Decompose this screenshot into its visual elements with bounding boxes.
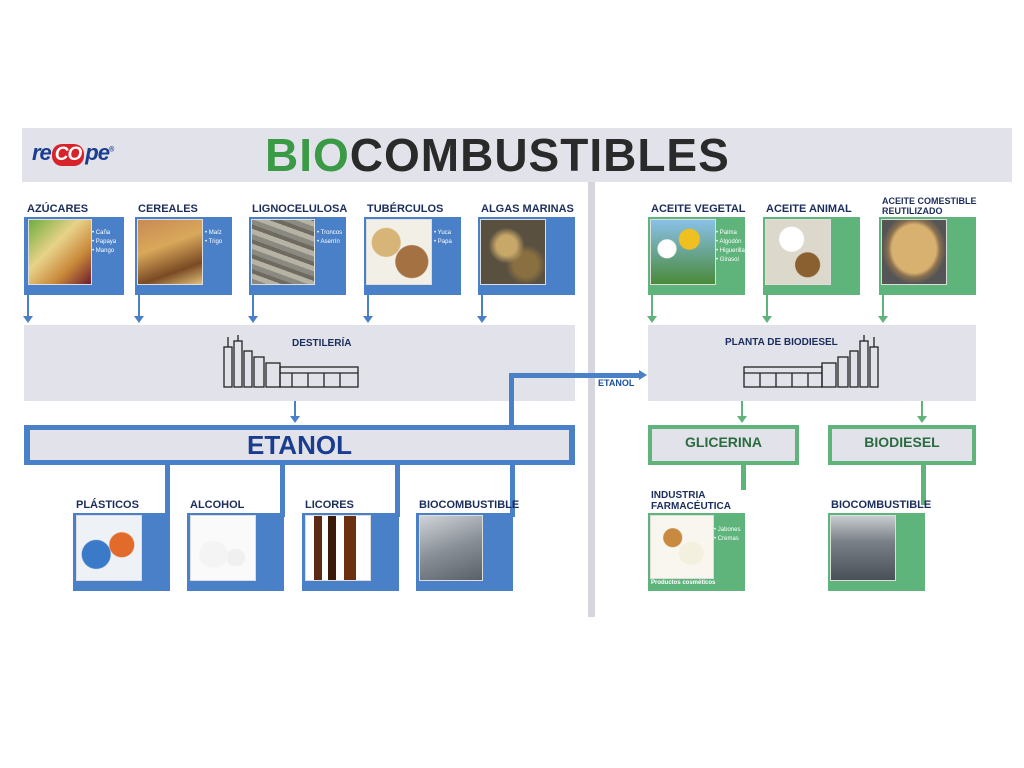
vegetable-oil-photo <box>650 219 716 285</box>
page-title: BIOCOMBUSTIBLES <box>265 129 730 181</box>
source-card-aceite-reutilizado: ACEITE COMESTIBLE REUTILIZADO <box>879 196 977 295</box>
etanol-link-label: ETANOL <box>598 378 635 388</box>
source-label: ACEITE COMESTIBLE REUTILIZADO <box>882 196 977 216</box>
source-label: TUBÉRCULOS <box>367 203 444 215</box>
arrow-down-icon <box>917 401 927 423</box>
use-card-plasticos: PLÁSTICOS <box>73 499 170 591</box>
arrow-down-icon <box>762 295 772 323</box>
alcohol-photo <box>190 515 256 581</box>
factory-icon <box>223 335 359 388</box>
arrow-down-icon <box>477 295 487 323</box>
biodiesel-box: BIODIESEL <box>828 425 976 465</box>
use-card-alcohol: ALCOHOL <box>187 499 284 591</box>
source-label: ALGAS MARINAS <box>481 203 574 215</box>
use-card-industria-farmaceutica: INDUSTRIA FARMACÉUTICA JabonesCremas Pro… <box>648 490 745 591</box>
used-oil-photo <box>881 219 947 285</box>
use-card-licores: LICORES <box>302 499 399 591</box>
source-label: LIGNOCELULOSA <box>252 203 348 215</box>
section-divider <box>588 182 595 617</box>
cereals-photo <box>137 219 203 285</box>
arrow-down-icon <box>737 401 747 423</box>
glicerina-label: GLICERINA <box>685 434 762 450</box>
source-card-lignocelulosa: LIGNOCELULOSA TroncosAserrín <box>249 203 348 295</box>
arrow-down-icon <box>248 295 258 323</box>
tubers-photo <box>366 219 432 285</box>
source-label: ACEITE ANIMAL <box>766 203 852 215</box>
logs-photo <box>251 219 315 285</box>
source-card-aceite-animal: ACEITE ANIMAL <box>763 203 860 295</box>
biodiesel-plant-label: PLANTA DE BIODIESEL <box>725 337 838 348</box>
cosmetics-photo <box>650 515 714 579</box>
factory-icon <box>743 335 879 388</box>
liquor-photo <box>305 515 371 581</box>
etanol-link-line <box>509 373 514 425</box>
source-label: ACEITE VEGETAL <box>651 203 746 215</box>
source-card-algas-marinas: ALGAS MARINAS <box>478 203 575 295</box>
arrow-down-icon <box>878 295 888 323</box>
footer-note: Productos cosméticos <box>651 580 716 586</box>
use-label: BIOCOMBUSTIBLE <box>831 499 932 511</box>
arrow-right-icon <box>639 370 647 380</box>
sugar-crops-photo <box>28 219 92 285</box>
animal-oil-photo <box>765 219 831 285</box>
source-label: AZÚCARES <box>27 203 89 215</box>
glicerina-box: GLICERINA <box>648 425 799 465</box>
use-card-biocombustible: BIOCOMBUSTIBLE <box>416 499 519 591</box>
header-banner <box>22 128 1012 182</box>
use-label: INDUSTRIA FARMACÉUTICA <box>651 490 731 512</box>
source-label: CEREALES <box>138 203 198 215</box>
biodiesel-plant-box <box>648 325 976 401</box>
source-card-tuberculos: TUBÉRCULOS YucaPapa <box>364 203 461 295</box>
use-label: ALCOHOL <box>190 499 245 511</box>
use-card-biocombustible-right: BIOCOMBUSTIBLE <box>828 499 931 591</box>
source-card-aceite-vegetal: ACEITE VEGETAL PalmaAlgodónHiguerillaGir… <box>648 203 746 295</box>
use-label: BIOCOMBUSTIBLE <box>419 499 520 511</box>
plastics-photo <box>76 515 142 581</box>
traffic-photo <box>830 515 896 581</box>
arrow-down-icon <box>23 295 33 323</box>
source-card-azucares: AZÚCARES CañaPapayaMango <box>24 203 124 295</box>
use-label: PLÁSTICOS <box>76 499 139 511</box>
seaweed-photo <box>480 219 546 285</box>
arrow-down-icon <box>290 401 300 423</box>
distilleria-box <box>24 325 575 401</box>
fuel-station-photo <box>419 515 483 581</box>
use-label: LICORES <box>305 499 354 511</box>
source-card-cereales: CEREALES MaízTrigo <box>135 203 232 295</box>
etanol-label: ETANOL <box>247 430 352 460</box>
biodiesel-label: BIODIESEL <box>864 434 940 450</box>
arrow-down-icon <box>363 295 373 323</box>
arrow-down-icon <box>134 295 144 323</box>
distilleria-label: DESTILERÍA <box>292 338 352 349</box>
arrow-down-icon <box>647 295 657 323</box>
